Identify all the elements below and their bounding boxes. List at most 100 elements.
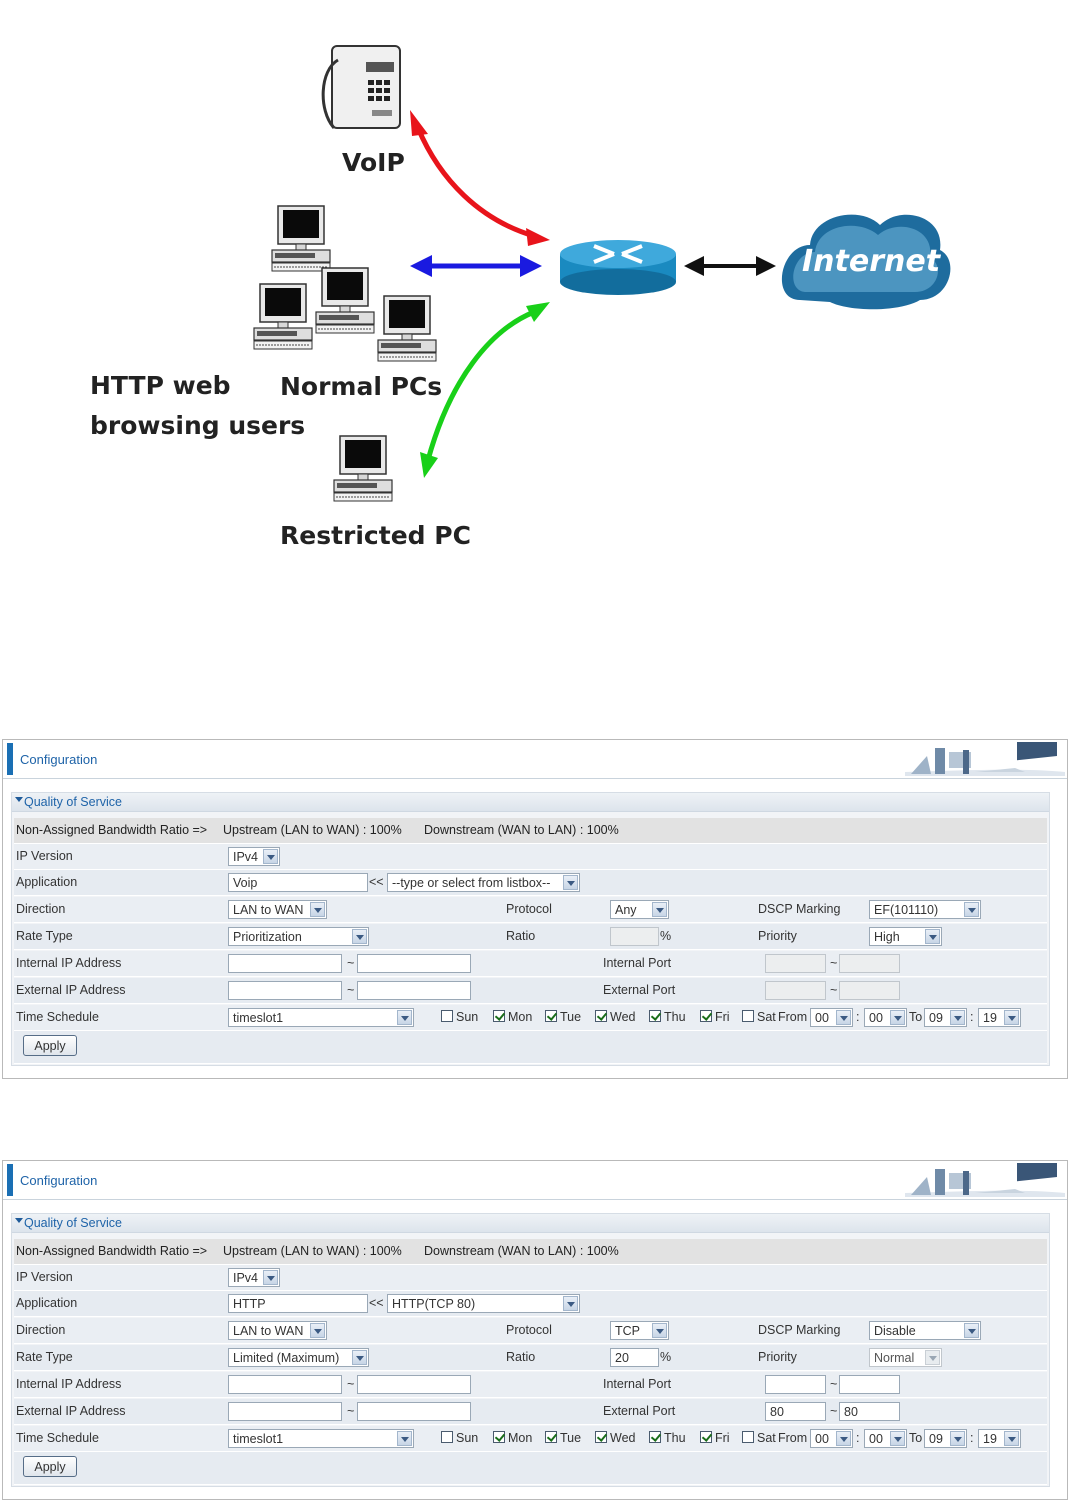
ratio-input[interactable]: [610, 927, 659, 946]
priority-select[interactable]: Normal: [869, 1348, 942, 1367]
internal-ip-label: Internal IP Address: [16, 1377, 122, 1391]
chevron-down-icon[interactable]: [925, 1350, 940, 1365]
to-hour-select[interactable]: 09: [924, 1429, 967, 1448]
checkbox-sat[interactable]: [742, 1431, 754, 1443]
application-listbox-value: HTTP(TCP 80): [392, 1297, 476, 1311]
day-label-tue: Tue: [560, 1010, 582, 1024]
checkbox-fri[interactable]: [700, 1010, 712, 1022]
time-schedule-select[interactable]: timeslot1: [228, 1008, 414, 1027]
chevron-down-icon[interactable]: [397, 1010, 412, 1025]
dscp-marking-select[interactable]: EF(101110): [869, 900, 981, 919]
chevron-down-icon[interactable]: [1004, 1010, 1019, 1025]
ip-version-select[interactable]: IPv4: [228, 1268, 280, 1287]
internal-port-end[interactable]: [839, 954, 900, 973]
application-input[interactable]: Voip: [228, 873, 368, 892]
chevron-down-icon[interactable]: [352, 1350, 367, 1365]
protocol-select[interactable]: TCP: [610, 1321, 669, 1340]
to-hour-select[interactable]: 09: [924, 1008, 967, 1027]
external-ip-start[interactable]: [228, 981, 342, 1000]
checkbox-mon[interactable]: [493, 1431, 505, 1443]
chevron-down-icon[interactable]: [652, 1323, 667, 1338]
chevron-down-icon[interactable]: [263, 849, 278, 864]
internet-cloud-icon: [781, 214, 951, 310]
priority-select[interactable]: High: [869, 927, 942, 946]
rate-type-select[interactable]: Limited (Maximum): [228, 1348, 369, 1367]
chevron-down-icon[interactable]: [652, 902, 667, 917]
checkbox-tue[interactable]: [545, 1431, 557, 1443]
internal-ip-end[interactable]: [357, 1375, 471, 1394]
direction-select[interactable]: LAN to WAN: [228, 900, 327, 919]
ip-version-select[interactable]: IPv4: [228, 847, 280, 866]
internal-port-end[interactable]: [839, 1375, 900, 1394]
collapse-triangle-icon[interactable]: [15, 797, 23, 802]
external-ip-start[interactable]: [228, 1402, 342, 1421]
from-hour-select[interactable]: 00: [810, 1429, 853, 1448]
header-accent-bar: [7, 1164, 13, 1196]
section-header[interactable]: Quality of Service: [12, 793, 1049, 812]
application-listbox[interactable]: HTTP(TCP 80): [387, 1294, 580, 1313]
checkbox-thu[interactable]: [649, 1431, 661, 1443]
apply-button[interactable]: Apply: [23, 1035, 77, 1056]
checkbox-sun[interactable]: [441, 1010, 453, 1022]
downstream-value: Downstream (WAN to LAN) : 100%: [424, 823, 619, 837]
section-header[interactable]: Quality of Service: [12, 1214, 1049, 1233]
checkbox-sat[interactable]: [742, 1010, 754, 1022]
from-minute-select[interactable]: 00: [864, 1429, 907, 1448]
checkbox-mon[interactable]: [493, 1010, 505, 1022]
direction-row: Direction LAN to WAN Protocol TCP DSCP M…: [14, 1318, 1047, 1344]
chevron-down-icon[interactable]: [1004, 1431, 1019, 1446]
application-listbox[interactable]: --type or select from listbox--: [387, 873, 580, 892]
chevron-down-icon[interactable]: [563, 1296, 578, 1311]
internal-ip-start[interactable]: [228, 1375, 342, 1394]
direction-select[interactable]: LAN to WAN: [228, 1321, 327, 1340]
external-ip-label: External IP Address: [16, 983, 126, 997]
internal-port-start[interactable]: [765, 1375, 826, 1394]
to-minute-select[interactable]: 19: [978, 1008, 1021, 1027]
chevron-down-icon[interactable]: [950, 1010, 965, 1025]
dscp-marking-select[interactable]: Disable: [869, 1321, 981, 1340]
protocol-select[interactable]: Any: [610, 900, 669, 919]
chevron-down-icon[interactable]: [964, 1323, 979, 1338]
application-input[interactable]: HTTP: [228, 1294, 368, 1313]
ratio-input[interactable]: 20: [610, 1348, 659, 1367]
checkbox-wed[interactable]: [595, 1010, 607, 1022]
apply-button[interactable]: Apply: [23, 1456, 77, 1477]
external-ip-end[interactable]: [357, 1402, 471, 1421]
rate-type-select[interactable]: Prioritization: [228, 927, 369, 946]
internal-ip-end[interactable]: [357, 954, 471, 973]
chevron-down-icon[interactable]: [397, 1431, 412, 1446]
internal-ip-start[interactable]: [228, 954, 342, 973]
checkbox-sun[interactable]: [441, 1431, 453, 1443]
chevron-down-icon[interactable]: [890, 1010, 905, 1025]
chevron-down-icon[interactable]: [563, 875, 578, 890]
external-ip-end[interactable]: [357, 981, 471, 1000]
chevron-down-icon[interactable]: [890, 1431, 905, 1446]
day-label-wed: Wed: [610, 1431, 636, 1445]
rate-type-label: Rate Type: [16, 1350, 73, 1364]
to-minute-select[interactable]: 19: [978, 1429, 1021, 1448]
from-minute-select[interactable]: 00: [864, 1008, 907, 1027]
chevron-down-icon[interactable]: [310, 1323, 325, 1338]
panel-title: Configuration: [20, 1173, 98, 1188]
checkbox-tue[interactable]: [545, 1010, 557, 1022]
external-port-start[interactable]: 80: [765, 1402, 826, 1421]
chevron-down-icon[interactable]: [263, 1270, 278, 1285]
chevron-down-icon[interactable]: [925, 929, 940, 944]
chevron-down-icon[interactable]: [836, 1431, 851, 1446]
checkbox-thu[interactable]: [649, 1010, 661, 1022]
chevron-down-icon[interactable]: [836, 1010, 851, 1025]
chevron-down-icon[interactable]: [310, 902, 325, 917]
collapse-triangle-icon[interactable]: [15, 1218, 23, 1223]
chevron-down-icon[interactable]: [950, 1431, 965, 1446]
time-schedule-select[interactable]: timeslot1: [228, 1429, 414, 1448]
internal-port-start[interactable]: [765, 954, 826, 973]
checkbox-fri[interactable]: [700, 1431, 712, 1443]
checkbox-wed[interactable]: [595, 1431, 607, 1443]
external-port-end[interactable]: [839, 981, 900, 1000]
external-port-end[interactable]: 80: [839, 1402, 900, 1421]
chevron-down-icon[interactable]: [964, 902, 979, 917]
from-hour-select[interactable]: 00: [810, 1008, 853, 1027]
external-port-start[interactable]: [765, 981, 826, 1000]
chevron-down-icon[interactable]: [352, 929, 367, 944]
application-arrows: <<: [369, 875, 384, 889]
